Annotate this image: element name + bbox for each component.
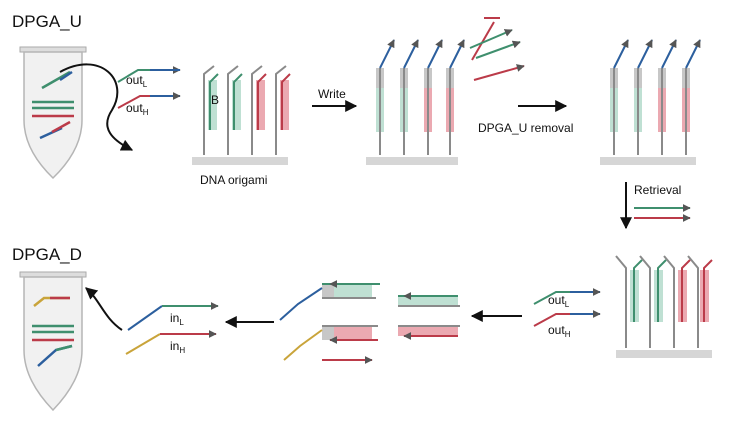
label-out-h-top: outH	[126, 101, 149, 117]
label-out-l-top: outL	[126, 73, 148, 89]
retrieval-strands	[634, 204, 691, 222]
released-strands	[469, 17, 525, 81]
label-dna-origami: DNA origami	[200, 173, 267, 187]
origami-4	[615, 255, 713, 358]
title-dpga-d: DPGA_D	[12, 245, 82, 264]
out-strands-top: outL outH	[117, 66, 181, 117]
tube-dpga-d	[19, 271, 87, 412]
origami-3	[600, 39, 701, 165]
label-removal: DPGA_U removal	[478, 121, 573, 135]
out-strands-bottom: outL outH	[533, 288, 601, 339]
curved-arrow-top	[59, 63, 134, 151]
tube-dpga-u	[19, 46, 87, 180]
label-retrieval: Retrieval	[634, 183, 681, 197]
title-dpga-u: DPGA_U	[12, 12, 82, 31]
duplex-small	[398, 292, 460, 340]
label-write: Write	[318, 87, 346, 101]
curved-arrow-bottom	[85, 287, 123, 331]
label-out-l-bottom: outL	[548, 293, 570, 309]
label-strand-b: B	[211, 93, 219, 107]
origami-2	[366, 39, 465, 165]
label-out-h-bottom: outH	[548, 323, 571, 339]
label-in-l: inL	[170, 311, 184, 327]
origami-1: B	[192, 65, 291, 165]
label-in-h: inH	[170, 339, 185, 355]
duplex-large	[279, 280, 380, 364]
in-strands: inL inH	[125, 302, 219, 355]
